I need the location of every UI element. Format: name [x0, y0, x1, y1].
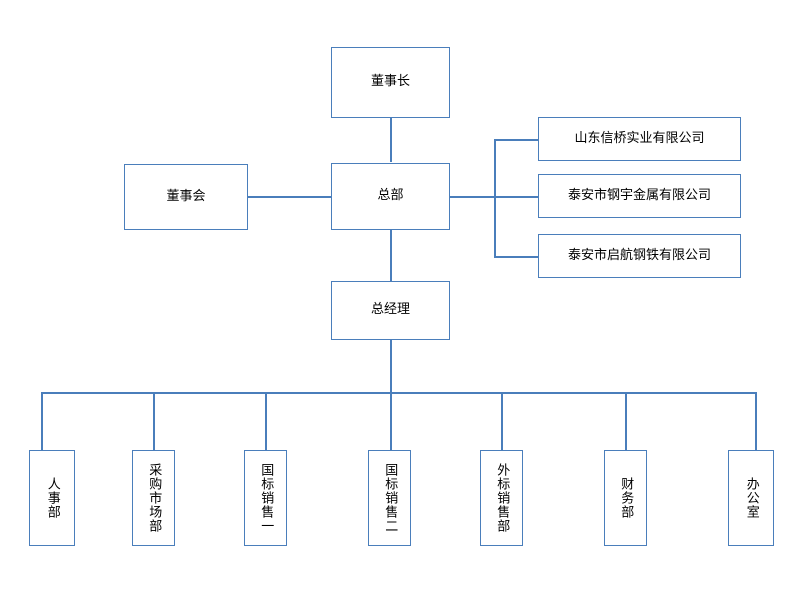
node-general-manager[interactable]: 总经理: [331, 281, 450, 340]
node-department-6-label: 财务部: [618, 477, 634, 519]
connector-bus-to-subsidiary-2: [494, 196, 538, 198]
connector-department-bus: [41, 392, 757, 394]
node-department-3-label: 国标销售一: [258, 463, 274, 533]
connector-drop-department-6: [625, 392, 627, 450]
node-general-manager-label: 总经理: [370, 302, 410, 318]
node-department-4-label: 国标销售二: [382, 463, 398, 533]
connector-board-to-headquarters: [248, 196, 332, 198]
connector-bus-to-subsidiary-3: [494, 256, 538, 258]
connector-drop-department-3: [265, 392, 267, 450]
node-subsidiary-2-label: 泰安市钢宇金属有限公司: [567, 187, 711, 203]
node-department-1[interactable]: 人事部: [29, 450, 75, 546]
node-department-1-label: 人事部: [44, 477, 60, 519]
node-headquarters-label: 总部: [377, 188, 404, 204]
node-subsidiary-3[interactable]: 泰安市启航钢铁有限公司: [538, 234, 741, 278]
node-department-5-label: 外标销售部: [494, 463, 510, 533]
node-department-2[interactable]: 采购市场部: [132, 450, 175, 546]
node-department-5[interactable]: 外标销售部: [480, 450, 523, 546]
connector-general-manager-to-department-bus: [390, 340, 392, 393]
node-subsidiary-1-label: 山东信桥实业有限公司: [574, 130, 705, 146]
connector-drop-department-1: [41, 392, 43, 450]
connector-bus-to-subsidiary-1: [494, 139, 538, 141]
node-department-2-label: 采购市场部: [146, 463, 162, 533]
connector-drop-department-5: [501, 392, 503, 450]
node-subsidiary-3-label: 泰安市启航钢铁有限公司: [567, 247, 711, 263]
node-department-7[interactable]: 办公室: [728, 450, 774, 546]
node-chairman-label: 董事长: [370, 74, 410, 90]
connector-subsidiary-bus-vertical: [494, 139, 496, 257]
node-department-4[interactable]: 国标销售二: [368, 450, 411, 546]
node-department-7-label: 办公室: [743, 477, 759, 519]
node-department-6[interactable]: 财务部: [604, 450, 647, 546]
node-headquarters[interactable]: 总部: [331, 163, 450, 230]
connector-drop-department-7: [755, 392, 757, 450]
node-board-label: 董事会: [166, 188, 206, 204]
node-subsidiary-1[interactable]: 山东信桥实业有限公司: [538, 117, 741, 161]
connector-chairman-to-headquarters: [390, 118, 392, 162]
node-subsidiary-2[interactable]: 泰安市钢宇金属有限公司: [538, 174, 741, 218]
node-board[interactable]: 董事会: [124, 164, 248, 230]
connector-drop-department-2: [153, 392, 155, 450]
node-department-3[interactable]: 国标销售一: [244, 450, 287, 546]
connector-headquarters-to-general-manager: [390, 230, 392, 281]
connector-drop-department-4: [390, 392, 392, 450]
node-chairman[interactable]: 董事长: [331, 47, 450, 118]
connector-headquarters-to-subsidiary-bus: [450, 196, 495, 198]
